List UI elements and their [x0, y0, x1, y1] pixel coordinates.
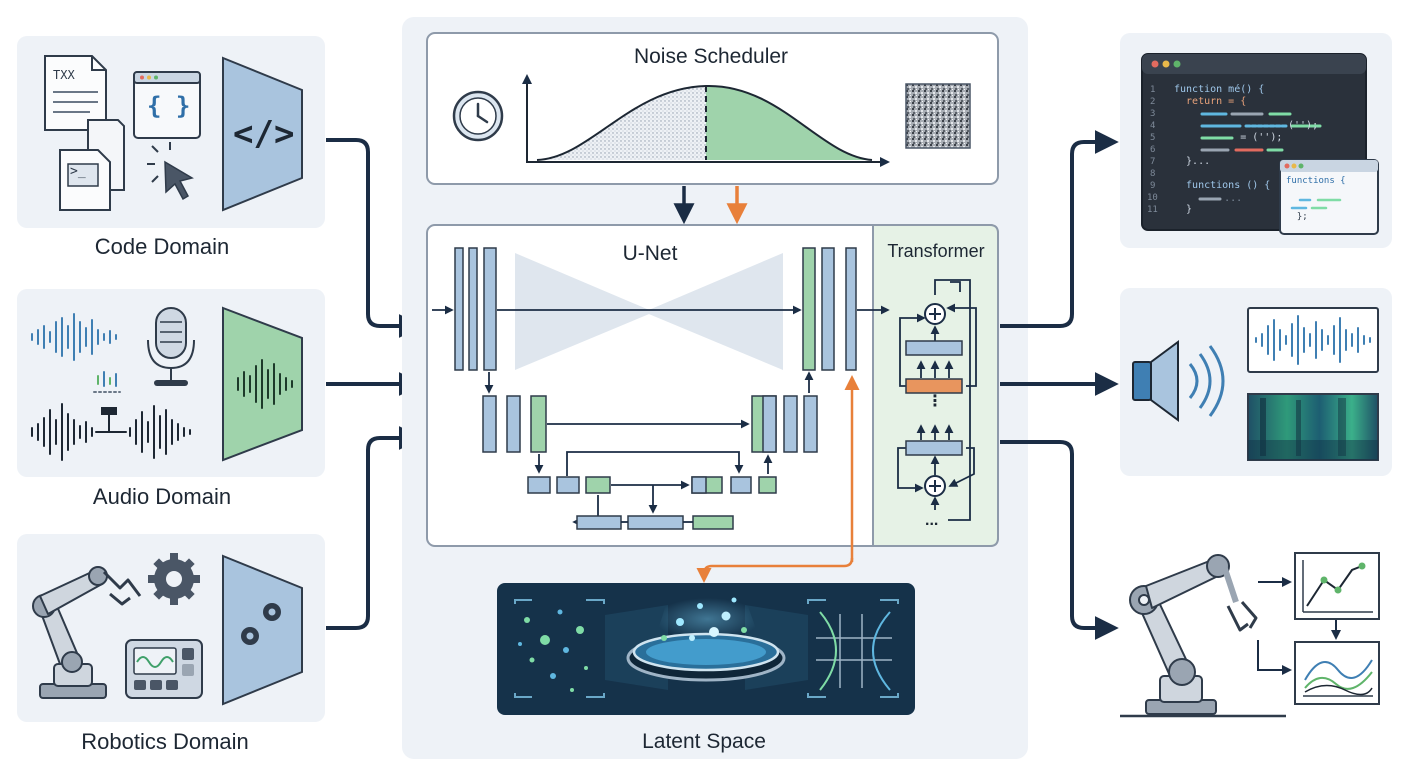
noise-sample-icon: [905, 83, 971, 149]
popup-code-line-2: };: [1286, 212, 1308, 222]
code-line-11: }: [1174, 204, 1193, 215]
cursor-click-icon: [147, 142, 194, 201]
audio-domain-label: Audio Domain: [92, 484, 232, 509]
audio-output-panel: [1120, 288, 1392, 476]
unet-level-3-encoder: [527, 476, 611, 494]
speaker-icon: [1132, 340, 1225, 422]
code-output-panel: [1120, 33, 1392, 248]
braces-icon: { }: [147, 92, 191, 120]
gear-icon: [148, 553, 200, 605]
latent-space-panel: [497, 583, 915, 715]
output-spectrogram-box: [1247, 393, 1379, 461]
transformer-title: Transformer: [887, 241, 985, 261]
code-line-5: = ('');: [1174, 132, 1283, 143]
encoder-funnel: [515, 253, 654, 370]
code-line-1: function mé() {: [1174, 84, 1265, 95]
code-line-2: return = {: [1174, 96, 1247, 107]
microphone-icon: [147, 307, 195, 386]
stacked-documents-icon: [59, 119, 125, 211]
signal-marker-icon: [93, 371, 121, 393]
text-document-icon: [44, 55, 107, 131]
code-line-10: ...: [1200, 193, 1243, 204]
popup-code-line-1: functions {: [1286, 176, 1346, 186]
unet-level-2-decoder: [751, 395, 818, 453]
latent-space-title: Latent Space: [642, 730, 766, 753]
decoder-funnel: [644, 253, 783, 370]
line-number: 5: [1150, 133, 1156, 143]
unet-level-1-decoder: [802, 247, 857, 371]
long-waveform-icon: [31, 403, 191, 461]
unet-level-2-encoder: [482, 395, 547, 453]
output-waveform-box: [1247, 307, 1379, 373]
noise-scheduler-title: Noise Scheduler: [633, 45, 789, 68]
waveform-icon: [31, 313, 117, 361]
code-encoder-trapezoid: [222, 56, 303, 212]
robot-arm-icon: [32, 566, 142, 699]
line-number: 2: [1150, 97, 1156, 107]
line-number: 3: [1150, 109, 1156, 119]
line-number: 6: [1150, 145, 1156, 155]
code-tag-icon: </>: [233, 114, 295, 154]
line-number: 11: [1147, 205, 1158, 215]
line-number: 1: [1150, 85, 1156, 95]
txt-file-label: TXX: [53, 68, 75, 82]
line-number: 10: [1147, 193, 1158, 203]
scheduler-to-unet-arrows: [673, 186, 748, 225]
robotics-output-panel: [1120, 552, 1380, 718]
robotics-domain-panel: [17, 534, 325, 722]
code-line-9: functions () {: [1174, 180, 1271, 191]
unet-level-1-encoder: [454, 247, 497, 371]
unet-bottleneck: [576, 515, 734, 530]
line-number: 4: [1150, 121, 1156, 131]
line-number: 9: [1150, 181, 1156, 191]
output-robot-arm-icon: [1120, 554, 1286, 718]
transformer-ellipsis: ...: [925, 512, 939, 529]
code-window-icon: [133, 71, 201, 139]
line-number: 7: [1150, 157, 1156, 167]
noise-scheduler-box: [426, 32, 999, 185]
code-line-5-tail: ('');: [1288, 120, 1319, 131]
robotics-domain-label: Robotics Domain: [81, 729, 249, 754]
transformer-diagram: [897, 279, 977, 521]
noise-distribution-curve: [522, 74, 890, 167]
latent-point-cloud: [518, 609, 588, 692]
latent-manifold-icon: [816, 611, 892, 691]
signals-chart-icon: [1294, 641, 1380, 705]
code-line-8: }...: [1174, 156, 1211, 167]
clock-icon: [452, 90, 504, 142]
code-domain-label: Code Domain: [94, 234, 230, 259]
terminal-prompt-icon: >_: [70, 164, 86, 179]
robotics-encoder-trapezoid: [222, 554, 303, 706]
transformer-vertical-ellipsis: ⋮: [927, 393, 943, 410]
code-syntax-bars: [1198, 112, 1322, 201]
audio-domain-panel: [17, 289, 325, 477]
audio-encoder-trapezoid: [222, 306, 303, 462]
unet-level-3-decoder: [691, 476, 777, 494]
unet-box: [426, 224, 999, 547]
unet-title: U-Net: [622, 242, 678, 265]
code-popup-window: [1279, 159, 1379, 235]
code-domain-panel: [17, 36, 325, 228]
latent-feedback-arrow: [696, 375, 860, 583]
control-panel-icon: [125, 639, 203, 699]
line-number: 8: [1150, 169, 1156, 179]
latent-disk-icon: [626, 597, 786, 682]
trajectory-chart-icon: [1294, 552, 1380, 620]
output-arrows: [1000, 130, 1119, 640]
